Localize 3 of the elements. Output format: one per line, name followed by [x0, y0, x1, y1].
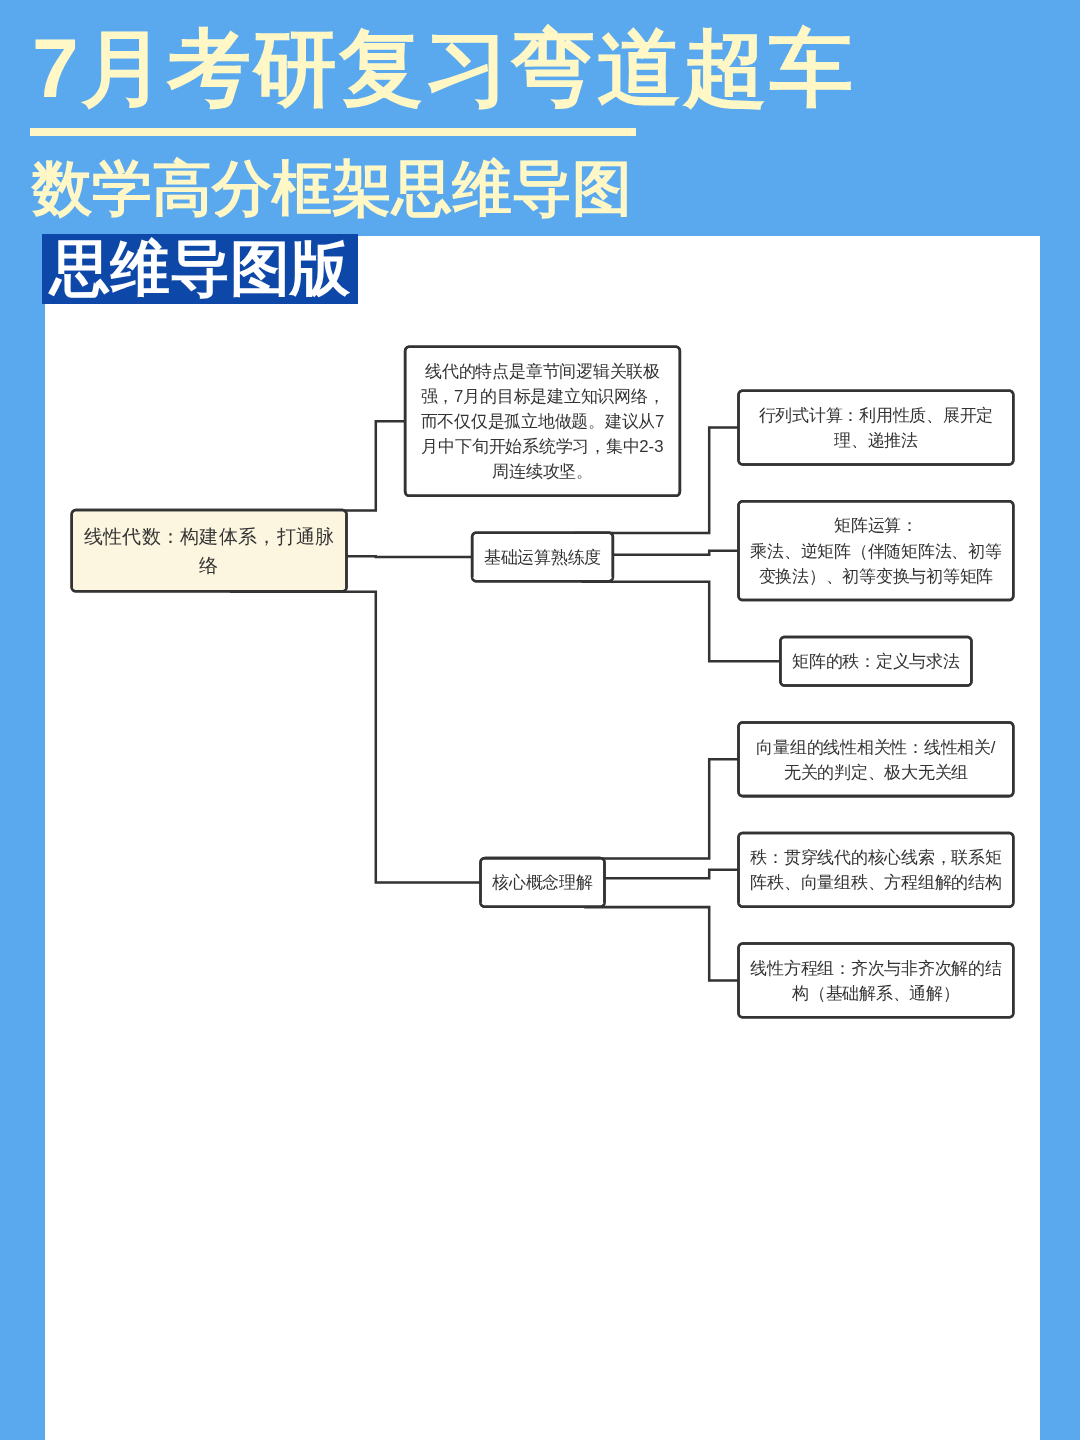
title: 7月考研复习弯道超车 — [32, 22, 855, 115]
subtitle: 数学高分框架思维导图 — [32, 156, 632, 222]
section-tag: 思维导图版 — [42, 234, 358, 304]
